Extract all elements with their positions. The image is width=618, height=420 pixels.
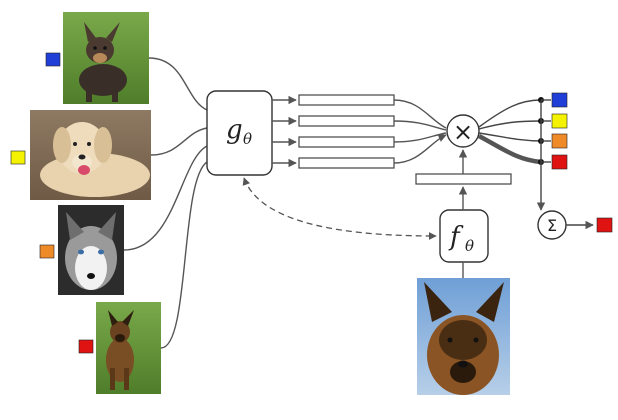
multiply-node: ×	[446, 114, 480, 148]
output-label-1	[551, 92, 568, 108]
g-symbol: g	[226, 115, 243, 145]
g-module: g θ	[206, 90, 273, 176]
support-image-4	[96, 302, 161, 394]
support-embedding-3	[298, 136, 395, 148]
image-to-g-connectors	[123, 57, 208, 349]
output-label-3	[551, 133, 568, 149]
multiply-to-output-strong-line	[477, 134, 542, 165]
multiply-symbol: ×	[453, 118, 473, 146]
multiply-to-output-lines	[478, 99, 542, 142]
g-to-embedding-arrows	[272, 95, 297, 168]
dot-to-label-lines	[541, 99, 551, 163]
f-module: f θ	[439, 209, 489, 263]
support-embedding-1	[298, 94, 395, 106]
support-label-2	[10, 150, 26, 165]
output-labels	[551, 92, 568, 170]
query-image	[417, 278, 510, 395]
sum-output-label	[596, 217, 613, 233]
output-label-2	[551, 113, 568, 129]
sum-symbol: Σ	[547, 216, 557, 235]
support-embeddings	[298, 94, 395, 169]
sum-node: Σ	[537, 210, 567, 240]
support-label-4	[78, 339, 94, 354]
support-image-1	[63, 12, 149, 104]
support-label-1	[45, 52, 61, 67]
query-embedding	[415, 173, 512, 185]
g-subscript: θ	[243, 130, 252, 148]
support-embedding-4	[298, 157, 395, 169]
f-subscript: θ	[465, 237, 474, 255]
support-embedding-2	[298, 115, 395, 127]
shared-weights-dashed-arrow	[242, 177, 437, 240]
embedding-to-multiply-lines	[393, 99, 447, 164]
support-image-3	[58, 205, 124, 295]
support-image-2	[30, 110, 151, 200]
support-label-3	[39, 244, 55, 259]
output-label-4	[551, 154, 568, 170]
